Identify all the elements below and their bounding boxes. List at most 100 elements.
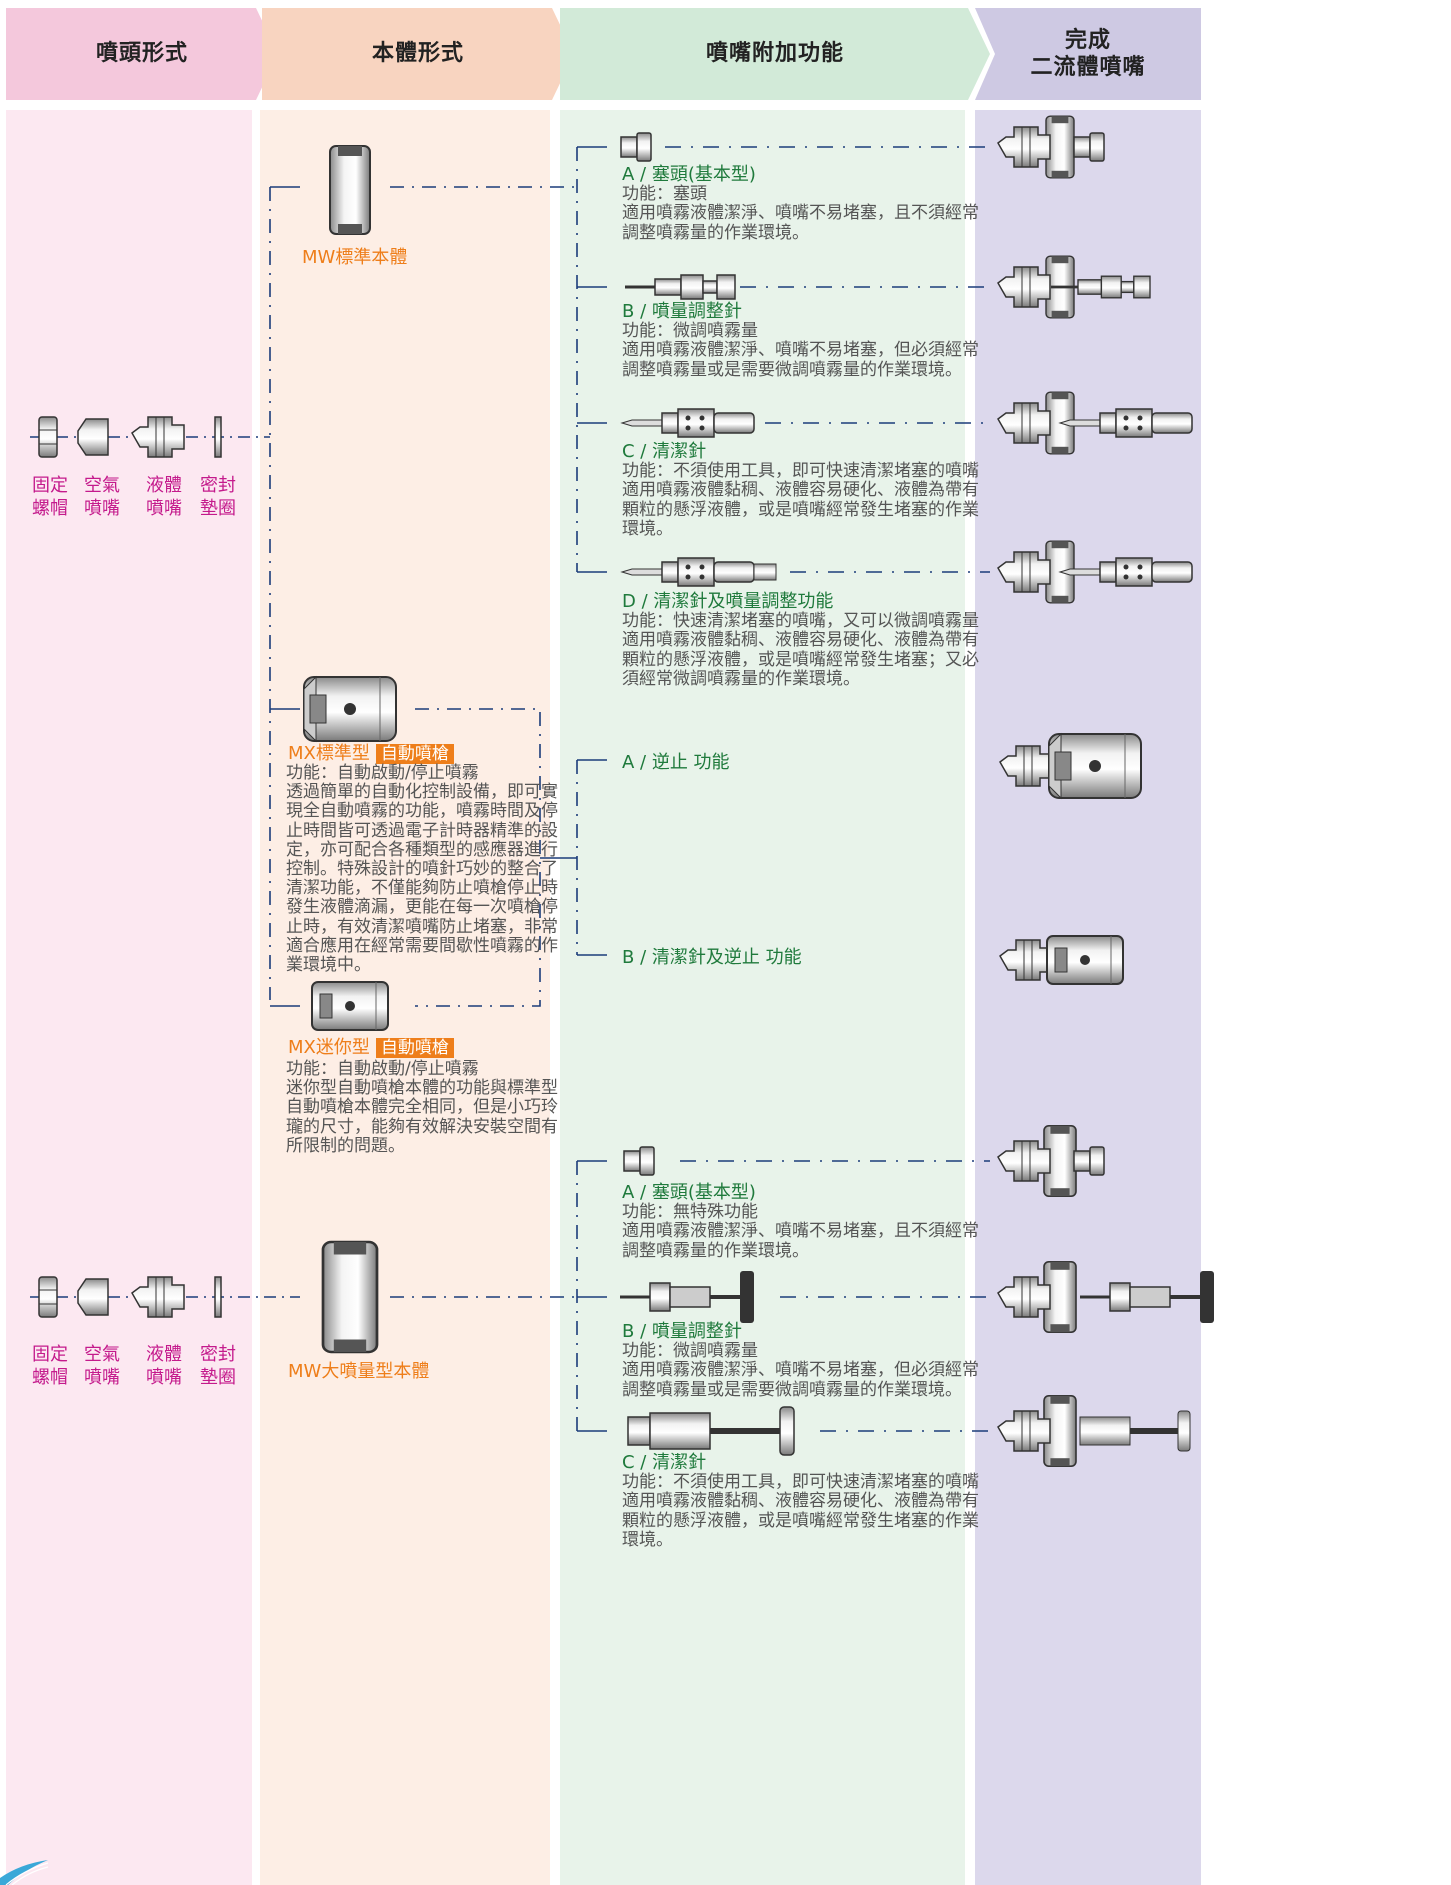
function-title: B / 噴量調整針 xyxy=(622,301,742,322)
function-line: 環境。 xyxy=(622,519,673,539)
header-complete-line2: 二流體噴嘴 xyxy=(1030,55,1146,80)
label-seal: 密封墊圈 xyxy=(198,1343,238,1389)
header-complete-line1: 完成 xyxy=(1064,27,1111,53)
header-body-type: 本體形式 xyxy=(262,8,574,100)
desc-line: 所限制的問題。 xyxy=(286,1135,405,1156)
function-title: A / 塞頭(基本型) xyxy=(622,1182,756,1203)
clean-needle-large-drawing xyxy=(627,1406,795,1456)
label-air-nozzle-2: 噴嘴 xyxy=(84,1367,120,1388)
function-large-b: B / 噴量調整針 功能：微調噴霧量 適用噴霧液體潔淨、噴嘴不易堵塞，但必須經常… xyxy=(622,1322,979,1400)
function-line: 功能：不須使用工具，即可快速清潔堵塞的噴嘴 xyxy=(622,1471,979,1492)
header-complete-nozzle-label: 完成二流體噴嘴 xyxy=(1030,27,1145,82)
mx-mini-body-drawing xyxy=(311,981,389,1031)
function-line: 顆粒的懸浮液體，或是噴嘴經常發生堵塞的作業 xyxy=(622,499,979,520)
header-addon-functions: 噴嘴附加功能 xyxy=(560,8,990,100)
plug-drawing xyxy=(623,1146,655,1176)
function-title: C / 清潔針 xyxy=(622,441,707,462)
desc-line: 業環境中。 xyxy=(286,955,371,976)
mx-mini-name: MX迷你型 xyxy=(288,1037,370,1058)
function-line: 環境。 xyxy=(622,1530,673,1550)
label-liquid-nozzle-2: 噴嘴 xyxy=(146,498,182,519)
label-seal-1: 密封 xyxy=(200,475,236,496)
header-addon-functions-label: 噴嘴附加功能 xyxy=(705,41,844,67)
mx-mini-title: MX迷你型自動噴槍 xyxy=(288,1036,454,1060)
mw-standard-body-drawing xyxy=(329,145,371,235)
function-line: 須經常微調噴霧量的作業環境。 xyxy=(622,669,860,689)
corner-logo-icon xyxy=(0,1860,49,1885)
function-line: 顆粒的懸浮液體，或是噴嘴經常發生堵塞；又必 xyxy=(622,649,979,670)
function-line: 適用噴霧液體潔淨、噴嘴不易堵塞，但必須經常 xyxy=(622,1360,979,1380)
desc-line: 控制。特殊設計的噴針巧妙的整合了 xyxy=(286,859,558,880)
clean-needle-drawing xyxy=(621,408,755,438)
function-title: A / 塞頭(基本型) xyxy=(622,164,756,185)
function-line: 功能：塞頭 xyxy=(622,183,707,204)
header-complete-nozzle: 完成二流體噴嘴 xyxy=(975,8,1201,100)
function-mw-a: A / 塞頭(基本型) 功能：塞頭 適用噴霧液體潔淨、噴嘴不易堵塞，且不須經常 … xyxy=(622,165,979,243)
complete-large-a xyxy=(997,1125,1105,1197)
liquid-nozzle-drawing xyxy=(131,416,185,458)
plug-drawing xyxy=(620,132,652,162)
desc-line: 現全自動噴霧的功能，噴霧時間及停 xyxy=(286,801,558,822)
label-liquid-nozzle-1: 液體 xyxy=(146,1344,182,1365)
seal-drawing xyxy=(214,1276,222,1318)
complete-large-b xyxy=(997,1261,1216,1333)
complete-nozzle-d xyxy=(997,540,1193,604)
label-seal-2: 墊圈 xyxy=(200,498,236,519)
complete-mx-a xyxy=(999,733,1142,799)
function-line: 功能：快速清潔堵塞的噴嘴，又可以微調噴霧量 xyxy=(622,610,979,631)
function-line: 適用噴霧液體潔淨、噴嘴不易堵塞，但必須經常 xyxy=(622,340,979,360)
function-large-a: A / 塞頭(基本型) 功能：無特殊功能 適用噴霧液體潔淨、噴嘴不易堵塞，且不須… xyxy=(622,1183,979,1261)
function-line: 調整噴霧量或是需要微調噴霧量的作業環境。 xyxy=(622,1379,962,1400)
label-fixed-cap-1: 固定 xyxy=(32,475,68,496)
function-line: 調整噴霧量或是需要微調噴霧量的作業環境。 xyxy=(622,359,962,380)
function-mx-a: A / 逆止 功能 xyxy=(622,752,730,773)
function-line: 適用噴霧液體黏稠、液體容易硬化、液體為帶有 xyxy=(622,1491,979,1511)
complete-nozzle-a xyxy=(997,115,1105,179)
mx-standard-body-drawing xyxy=(303,676,397,742)
fixed-cap-drawing xyxy=(38,416,58,458)
complete-large-c xyxy=(997,1395,1191,1467)
header-body-type-label: 本體形式 xyxy=(371,41,464,67)
air-nozzle-drawing xyxy=(77,1278,109,1316)
mx-mini-description: 功能：自動啟動/停止噴霧 迷你型自動噴槍本體的功能與標準型 自動噴槍本體完全相同… xyxy=(286,1059,558,1156)
complete-mx-b xyxy=(999,935,1124,985)
label-liquid-nozzle-1: 液體 xyxy=(146,475,182,496)
function-line: 適用噴霧液體潔淨、噴嘴不易堵塞，且不須經常 xyxy=(622,1221,979,1241)
adjust-needle-drawing xyxy=(623,273,737,301)
desc-line: 清潔功能，不僅能夠防止噴槍停止時 xyxy=(286,878,558,899)
seal-drawing xyxy=(214,416,222,458)
label-air-nozzle: 空氣噴嘴 xyxy=(82,1343,122,1389)
function-line: 功能：無特殊功能 xyxy=(622,1201,758,1222)
mw-standard-body-label: MW標準本體 xyxy=(302,247,408,268)
label-air-nozzle-1: 空氣 xyxy=(84,1344,120,1365)
desc-line: 功能：自動啟動/停止噴霧 xyxy=(286,763,479,783)
column-body-type xyxy=(260,110,550,1885)
label-seal: 密封墊圈 xyxy=(198,474,238,520)
function-title: B / 噴量調整針 xyxy=(622,1321,742,1342)
function-line: 調整噴霧量的作業環境。 xyxy=(622,1240,809,1261)
header-nozzle-type-label: 噴頭形式 xyxy=(95,41,188,67)
liquid-nozzle-drawing xyxy=(131,1276,185,1318)
function-line: 調整噴霧量的作業環境。 xyxy=(622,222,809,243)
desc-line: 定，亦可配合各種類型的感應器進行 xyxy=(286,839,558,860)
mw-large-body-drawing xyxy=(321,1240,379,1354)
auto-spray-gun-badge: 自動噴槍 xyxy=(375,1038,454,1058)
label-air-nozzle-2: 噴嘴 xyxy=(84,498,120,519)
column-nozzle-type xyxy=(6,110,252,1885)
desc-line: 透過簡單的自動化控制設備，即可實 xyxy=(286,782,558,803)
label-seal-2: 墊圈 xyxy=(200,1367,236,1388)
function-large-c: C / 清潔針 功能：不須使用工具，即可快速清潔堵塞的噴嘴 適用噴霧液體黏稠、液… xyxy=(622,1453,979,1551)
function-line: 適用噴霧液體黏稠、液體容易硬化、液體為帶有 xyxy=(622,480,979,500)
function-mx-b: B / 清潔針及逆止 功能 xyxy=(622,947,802,968)
column-complete-nozzle xyxy=(975,110,1201,1885)
function-mw-b: B / 噴量調整針 功能：微調噴霧量 適用噴霧液體潔淨、噴嘴不易堵塞，但必須經常… xyxy=(622,302,979,380)
desc-line: 發生液體滴漏，更能在每一次噴槍停 xyxy=(286,897,558,918)
fixed-cap-drawing xyxy=(38,1276,58,1318)
function-line: 功能：微調噴霧量 xyxy=(622,320,758,341)
complete-nozzle-b xyxy=(997,255,1152,319)
label-fixed-cap-2: 螺帽 xyxy=(32,498,68,519)
air-nozzle-drawing xyxy=(77,418,109,456)
mx-standard-name: MX標準型 xyxy=(288,743,370,764)
label-liquid-nozzle: 液體噴嘴 xyxy=(144,1343,184,1389)
